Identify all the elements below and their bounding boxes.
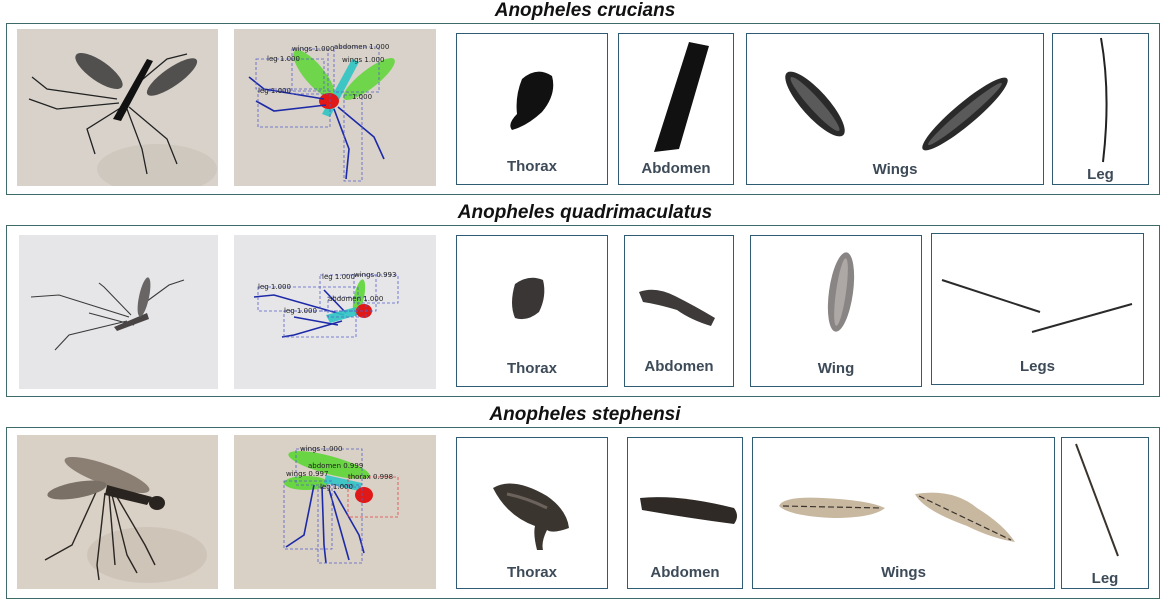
detection-label: abdomen 1.000 <box>328 295 383 303</box>
part-abdomen-stephensi: Abdomen <box>627 437 743 589</box>
part-wings-crucians: Wings <box>746 33 1044 185</box>
detection-label: leg 1.000 <box>267 55 300 63</box>
part-wings-stephensi: Wings <box>752 437 1055 589</box>
part-label: Abdomen <box>641 160 711 177</box>
detection-label: abdomen 1.000 <box>334 43 389 51</box>
part-label: Thorax <box>506 158 557 175</box>
detection-label: leg 1.000 <box>284 307 317 315</box>
segmentation-photo-crucians: wings 1.000 abdomen 1.000 wings 1.000 le… <box>234 29 436 186</box>
detection-label: thorax 0.998 <box>348 473 393 481</box>
part-thorax-stephensi: Thorax <box>456 437 608 589</box>
species-title-stephensi: Anopheles stephensi <box>489 404 681 425</box>
part-label: Abdomen <box>650 564 720 581</box>
part-label: Abdomen <box>644 358 714 375</box>
part-label: Wing <box>817 360 855 377</box>
part-label: Thorax <box>506 360 557 377</box>
detection-label: abdomen 0.999 <box>308 462 363 470</box>
detection-label: wings 1.000 <box>292 45 334 53</box>
mosquito-photo-crucians <box>17 29 218 186</box>
detection-label: leg 1.000 <box>322 273 355 281</box>
part-label: Leg <box>1087 166 1114 183</box>
part-label: Wings <box>872 161 918 178</box>
detection-label: leg 1.000 <box>320 483 353 491</box>
species-title-crucians: Anopheles crucians <box>494 0 676 21</box>
part-leg-stephensi: Leg <box>1061 437 1149 589</box>
detection-label: leg 1.000 <box>258 87 291 95</box>
mosquito-photo-quadrimaculatus <box>19 235 218 389</box>
part-thorax-quadrimaculatus: Thorax <box>456 235 608 387</box>
part-label: Leg <box>1091 570 1119 587</box>
detection-label: wings 1.000 <box>342 56 384 64</box>
segmentation-photo-quadrimaculatus: leg 1.000 leg 1.000 leg 1.000 abdomen 1.… <box>234 235 436 389</box>
segmentation-photo-stephensi: wings 1.000 abdomen 0.999 wings 0.997 th… <box>234 435 436 589</box>
part-wing-quadrimaculatus: Wing <box>750 235 922 387</box>
species-title-quadrimaculatus: Anopheles quadrimaculatus <box>457 202 713 223</box>
detection-label: wings 0.993 <box>354 271 396 279</box>
detection-label: wings 0.997 <box>286 470 328 478</box>
part-legs-quadrimaculatus: Legs <box>931 233 1144 385</box>
part-label: Thorax <box>506 564 557 581</box>
mosquito-photo-stephensi <box>17 435 218 589</box>
part-abdomen-quadrimaculatus: Abdomen <box>624 235 734 387</box>
part-leg-crucians: Leg <box>1052 33 1149 185</box>
part-label: Legs <box>1019 358 1055 375</box>
detection-label: wings 1.000 <box>300 445 342 453</box>
part-thorax-crucians: Thorax <box>456 33 608 185</box>
detection-label: leg 1.000 <box>258 283 291 291</box>
part-abdomen-crucians: Abdomen <box>618 33 734 185</box>
part-label: Wings <box>881 564 926 581</box>
detection-label: 1.000 <box>352 93 372 101</box>
